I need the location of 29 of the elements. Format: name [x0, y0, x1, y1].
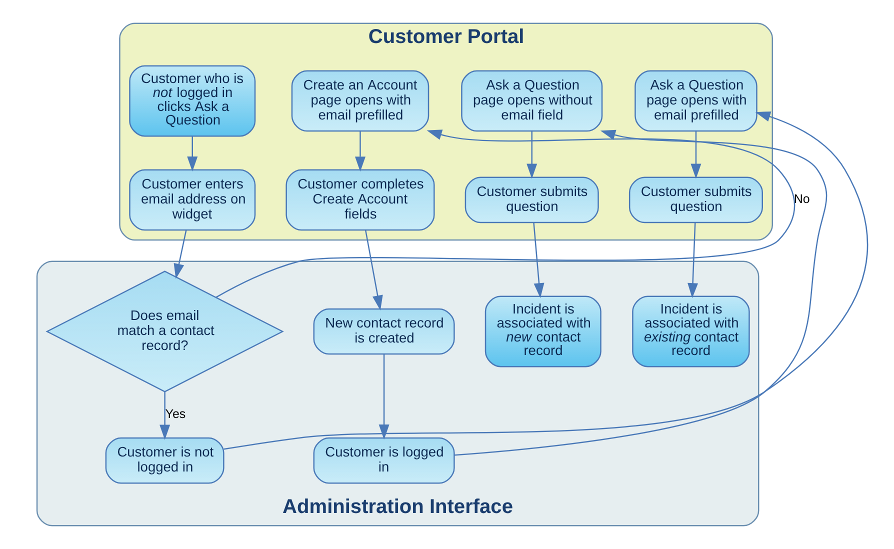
- arrow: [454, 130, 827, 456]
- arrow: [186, 136, 198, 172]
- arrow: [223, 111, 868, 450]
- arrow: [378, 354, 389, 440]
- arrow: [532, 222, 544, 298]
- node-box: Ask a Question page opens without email field: [460, 70, 602, 132]
- node-box: Customer submits question: [628, 176, 762, 224]
- node-box: Incident is associated with new contact record: [484, 296, 601, 368]
- arrow: [687, 222, 698, 298]
- edge-label: Yes: [164, 406, 186, 421]
- node-box: Customer is not logged in: [104, 437, 224, 484]
- node-box: Create an Account page opens with email prefilled: [290, 70, 429, 132]
- arrow: [173, 230, 186, 279]
- node-box: Customer who is not logged in clicks Ask a Question: [128, 65, 256, 137]
- arrow: [526, 131, 537, 179]
- node-box: Customer completes Create Account fields: [285, 169, 434, 231]
- node-box: Customer enters email address on widget: [128, 169, 256, 231]
- arrow: [690, 131, 701, 179]
- node-box: New contact record is created: [312, 308, 454, 355]
- arrow: [364, 230, 382, 310]
- node-box: Incident is associated with existing contact record: [632, 296, 750, 368]
- node-box: Customer submits question: [464, 176, 598, 224]
- arrow: [159, 392, 170, 440]
- node-box: Ask a Question page opens with email prefilled: [634, 70, 757, 132]
- node-diamond: Does email match a contact record?: [45, 270, 284, 392]
- arrow: [215, 130, 794, 298]
- node-box: Customer is logged in: [312, 437, 454, 484]
- edge-label: No: [793, 192, 810, 206]
- arrow: [354, 131, 365, 172]
